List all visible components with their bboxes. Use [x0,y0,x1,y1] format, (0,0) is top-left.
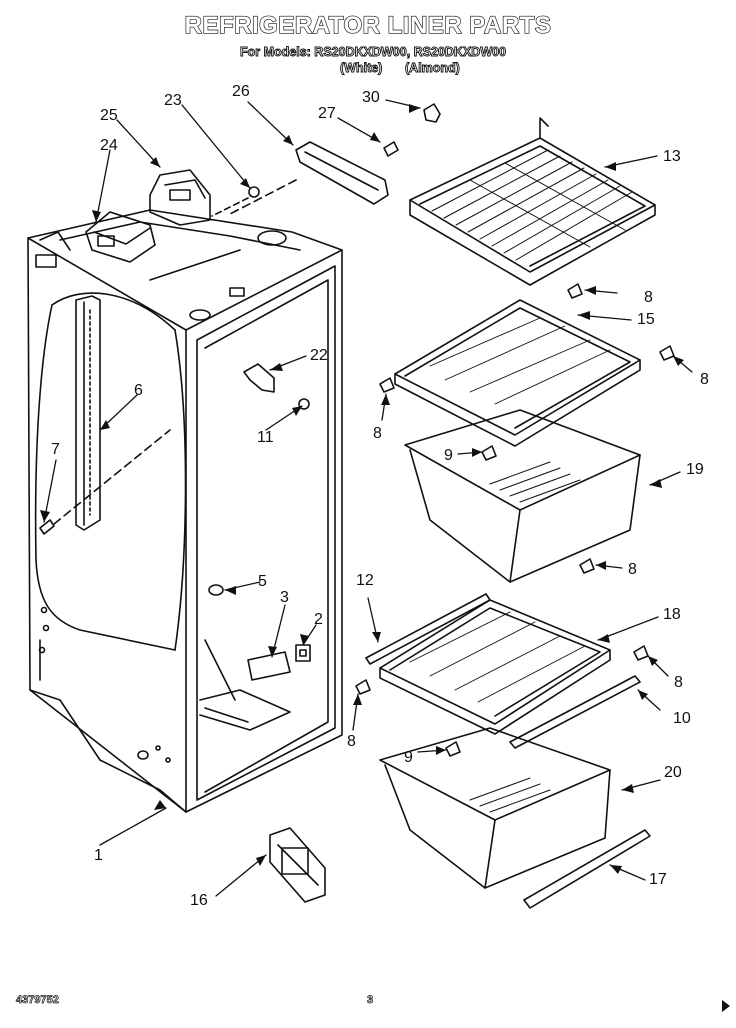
callout-5: 5 [258,573,267,590]
callout-9a: 9 [444,447,453,464]
callout-8b: 8 [700,371,709,388]
models-line: For Models: RS20DKXDW00, RS20DKXDW00 [240,45,507,60]
page-title: REFRIGERATOR LINER PARTS [184,11,552,39]
trim-17 [523,829,651,909]
channel-26 [229,141,389,215]
trim-10 [509,675,641,749]
clip-30 [423,103,441,123]
variant-almond: (Almond) [405,61,461,76]
arrowheads [40,104,684,874]
callout-18: 18 [663,606,681,623]
callout-3: 3 [280,589,289,606]
glass-shelf-15 [394,299,641,447]
crisper-pan-20 [379,727,611,889]
screw-27 [383,141,399,157]
callout-23: 23 [164,92,182,109]
callout-2: 2 [314,611,323,628]
bracket-22 [243,363,275,393]
callout-12: 12 [356,572,374,589]
bracket [149,169,211,226]
callout-7: 7 [51,441,60,458]
plug-5 [208,584,224,596]
callout-20: 20 [664,764,682,781]
callout-8a: 8 [644,289,653,306]
control-housing [85,211,156,263]
part-number: 4379752 [16,994,60,1007]
screw-11 [298,398,310,410]
callout-13: 13 [663,148,681,165]
light-shield [269,827,326,903]
glass-shelf-18 [379,599,611,735]
callout-30: 30 [362,89,380,106]
corner-mark [722,1000,730,1012]
callout-10: 10 [673,710,691,727]
callout-16: 16 [190,892,208,909]
screw [39,429,171,535]
callout-19: 19 [686,461,704,478]
callout-labels: 1 2 3 5 6 7 8 8 8 8 8 8 9 9 10 11 12 13 … [51,83,709,909]
callout-8e: 8 [674,674,683,691]
callout-8d: 8 [628,561,637,578]
wire-shelf [409,117,656,286]
screw-23 [211,186,260,217]
callout-15: 15 [637,311,655,328]
callout-17: 17 [649,871,667,888]
callout-1: 1 [94,847,103,864]
callout-24: 24 [100,137,118,154]
switch-2 [295,644,311,662]
callout-9b: 9 [404,749,413,766]
crisper-pan-19 [404,409,641,583]
screw-9 [445,445,497,757]
trim-12 [365,593,491,665]
variant-white: (White) [340,61,383,76]
callout-11: 11 [257,429,274,446]
callout-8c: 8 [373,425,382,442]
bracket-3 [247,651,291,681]
refrigerator-liner [27,209,343,813]
callout-26: 26 [232,83,250,100]
callout-22: 22 [310,347,328,364]
callout-25: 25 [100,107,118,124]
callout-6: 6 [134,382,143,399]
callout-8f: 8 [347,733,356,750]
page-number: 3 [367,994,374,1007]
vertical-rail [75,295,101,531]
callout-27: 27 [318,105,336,122]
